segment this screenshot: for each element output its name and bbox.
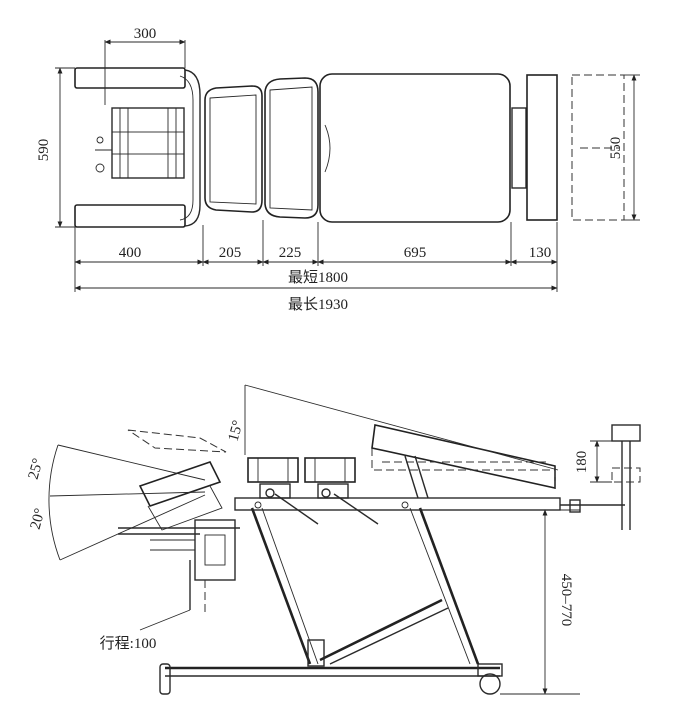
foot-post-top — [611, 424, 641, 442]
caster-wheel — [479, 673, 501, 695]
dim-400-label: 400 — [119, 245, 142, 261]
base-foot-left — [159, 663, 171, 695]
lumbar-pad-side — [304, 457, 356, 483]
dim-695-label: 695 — [404, 245, 427, 261]
angle-25-label: 25° — [26, 457, 47, 481]
dim-130-label: 130 — [529, 245, 552, 261]
head-wing-bottom — [74, 204, 186, 228]
head-angle-arc — [48, 444, 61, 561]
dim-300-label: 300 — [134, 26, 157, 42]
angle-15-label: 15° — [226, 419, 247, 443]
head-mechanism — [111, 107, 185, 179]
leg-rear — [418, 507, 480, 665]
lift-actuator — [319, 598, 443, 662]
min-length-label: 最短1800 — [288, 269, 348, 286]
head-wing-top — [74, 67, 186, 89]
head-frame — [184, 69, 201, 227]
height-range-label: 450–770 — [558, 574, 574, 627]
side-view: 15° 180 25° 20° 行程:100 — [26, 384, 641, 695]
chest-pad — [204, 85, 263, 213]
max-length-label: 最长1930 — [288, 296, 348, 313]
dim-205-label: 205 — [219, 245, 242, 261]
chest-pad-side — [247, 457, 299, 483]
top-view: 300 590 550 400 205 225 695 130 最短1800 最… — [36, 26, 640, 313]
headpiece-side — [138, 461, 222, 507]
tilt-reference — [244, 384, 559, 471]
lumbar-pad — [264, 77, 319, 219]
angle-20-label: 20° — [28, 507, 49, 531]
stroke-label: 行程:100 — [100, 635, 157, 652]
leg-front — [250, 507, 312, 665]
foot-extension — [511, 107, 527, 189]
pelvic-pad-side — [371, 424, 556, 489]
dim-180-label: 180 — [574, 451, 590, 474]
dim-590-label: 590 — [36, 139, 52, 162]
head-mechanism-side — [194, 519, 236, 581]
foot-pad — [526, 74, 558, 221]
pelvic-pad — [319, 73, 511, 223]
main-beam — [234, 497, 561, 511]
dim-225-label: 225 — [279, 245, 302, 261]
dim-550-label: 550 — [608, 137, 624, 160]
footrest-outline — [571, 74, 625, 221]
